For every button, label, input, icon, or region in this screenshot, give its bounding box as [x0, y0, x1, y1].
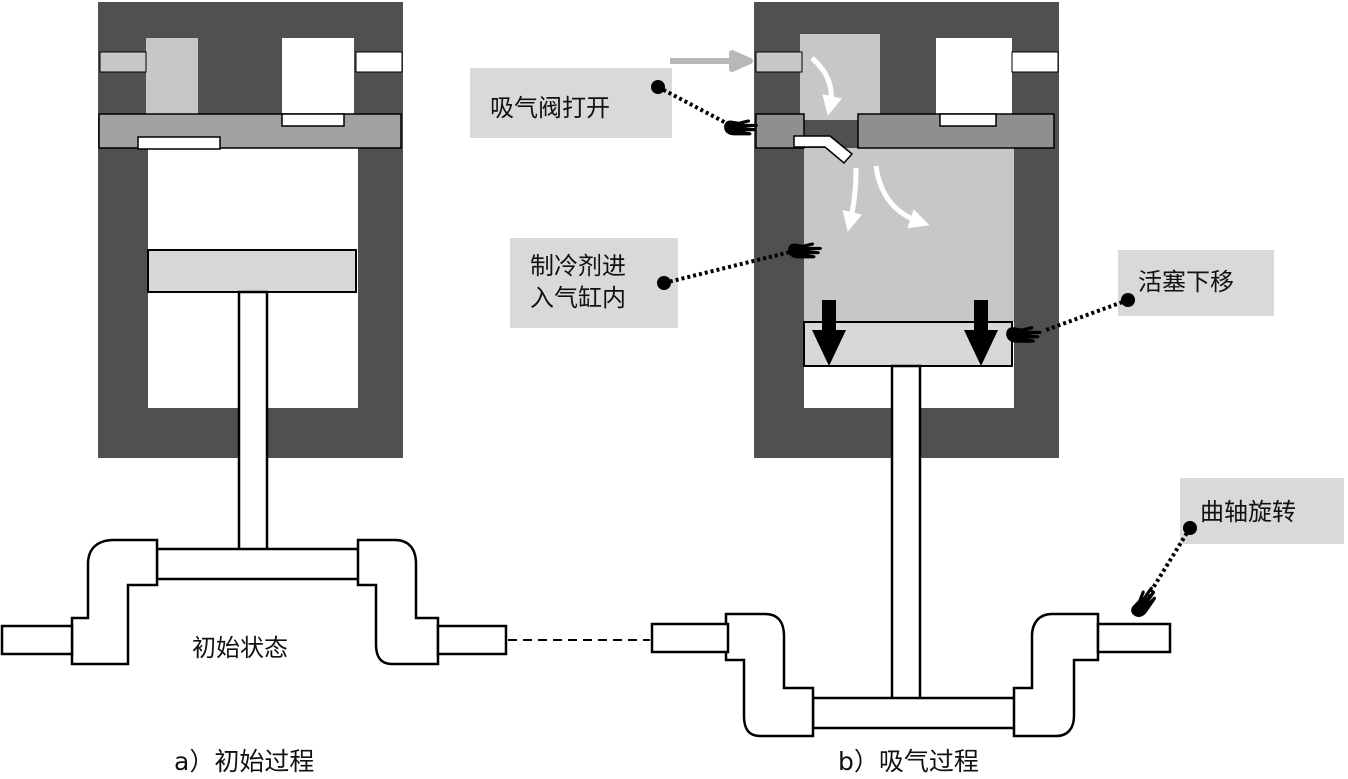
discharge-valve	[939, 113, 997, 127]
arrow-down-icon	[964, 300, 998, 366]
pointing-hand-icon	[724, 119, 758, 136]
suction-valve-closed	[137, 136, 221, 150]
inflow-arrow-icon	[670, 50, 753, 72]
discharge-valve	[281, 113, 345, 127]
arrow-down-icon	[812, 300, 846, 366]
exhaust-port	[282, 38, 354, 118]
gas-region	[804, 148, 1014, 322]
outlet-pipe-left	[355, 51, 403, 73]
callout-valve-open	[470, 68, 672, 138]
inlet-pipe-left	[99, 51, 147, 73]
shaft-left	[0, 624, 74, 656]
shaft-left	[650, 622, 730, 654]
crank-bar	[155, 547, 364, 581]
inlet-pipe-right	[755, 51, 803, 73]
left-compressor: 初始状态 a）初始过程	[0, 2, 508, 776]
initial-state-label: 初始状态	[192, 634, 288, 662]
crank-elbow-left	[724, 612, 815, 738]
intake-port-open	[800, 34, 880, 120]
flow-arrow-icon	[810, 56, 842, 116]
outlet-pipe-right	[1011, 51, 1059, 73]
callout-refrigerant	[510, 238, 678, 328]
callout-crank-rotate-text: 曲轴旋转	[1200, 498, 1296, 526]
crank-elbow-right	[1012, 612, 1100, 738]
shaft-right	[436, 624, 508, 656]
exhaust-port	[936, 38, 1012, 118]
caption-a: a）初始过程	[174, 747, 314, 776]
crank-elbow-left	[70, 538, 159, 666]
pointing-hand-icon	[1127, 583, 1161, 621]
flow-arrow-icon	[873, 165, 930, 229]
callout-refrigerant-line1: 制冷剂进	[530, 252, 626, 280]
crank-bar	[811, 696, 1020, 730]
leader-line	[663, 250, 791, 285]
leader-line	[1146, 526, 1192, 598]
callout-piston-down	[1118, 250, 1274, 316]
callout-piston-down-text: 活塞下移	[1138, 268, 1234, 296]
crank-elbow-right	[356, 538, 440, 666]
connecting-rod	[237, 290, 269, 564]
leader-line	[657, 85, 729, 126]
piston	[147, 249, 357, 293]
callout-refrigerant-line2: 入气缸内	[530, 284, 626, 312]
right-compressor: 吸气阀打开 制冷剂进 入气缸内 活塞下移 曲轴旋转 b）吸气过程	[470, 2, 1344, 776]
flow-arrow-icon	[842, 167, 863, 232]
caption-b: b）吸气过程	[838, 747, 979, 776]
connecting-rod	[890, 364, 922, 708]
shaft-right	[1096, 622, 1172, 654]
leader-line	[1045, 298, 1129, 332]
suction-valve-open	[793, 135, 854, 165]
callout-crank-rotate	[1180, 478, 1344, 544]
intake-port	[146, 38, 198, 118]
callout-valve-open-text: 吸气阀打开	[490, 94, 610, 122]
